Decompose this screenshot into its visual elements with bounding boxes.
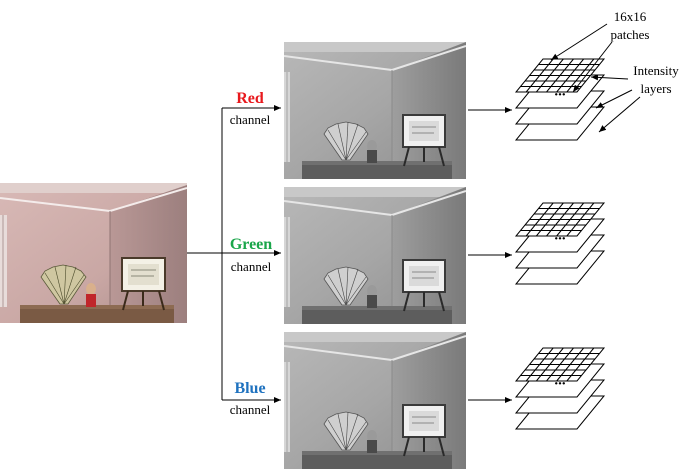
channel-name-red: Red [236, 90, 264, 107]
channel-word-red: channel [230, 112, 271, 127]
branch-connector [187, 105, 281, 403]
patches-label-line2: patches [611, 27, 650, 42]
channel-label-blue: Blue channel [230, 380, 271, 417]
channel-word-green: channel [231, 259, 272, 274]
green-channel-photo [284, 187, 466, 324]
patch-stack-green: ... [514, 202, 606, 285]
blue-channel-photo [284, 332, 466, 469]
patch-stack-red: ... [514, 58, 606, 141]
intensity-label-line2: layers [640, 81, 671, 96]
patch-stack-blue: ... [514, 347, 606, 430]
channel-word-blue: channel [230, 402, 271, 417]
intensity-label-line1: Intensity [633, 63, 679, 78]
patches-annotation: 16x16 patches [550, 9, 650, 93]
red-channel-photo [284, 42, 466, 179]
channel-name-blue: Blue [234, 380, 265, 397]
channel-label-red: Red channel [230, 90, 271, 127]
source-color-photo [0, 183, 187, 323]
channel-label-green: Green channel [230, 236, 272, 274]
patches-label-line1: 16x16 [614, 9, 647, 24]
channel-name-green: Green [230, 236, 272, 253]
intensity-annotation: Intensity layers [590, 63, 679, 133]
